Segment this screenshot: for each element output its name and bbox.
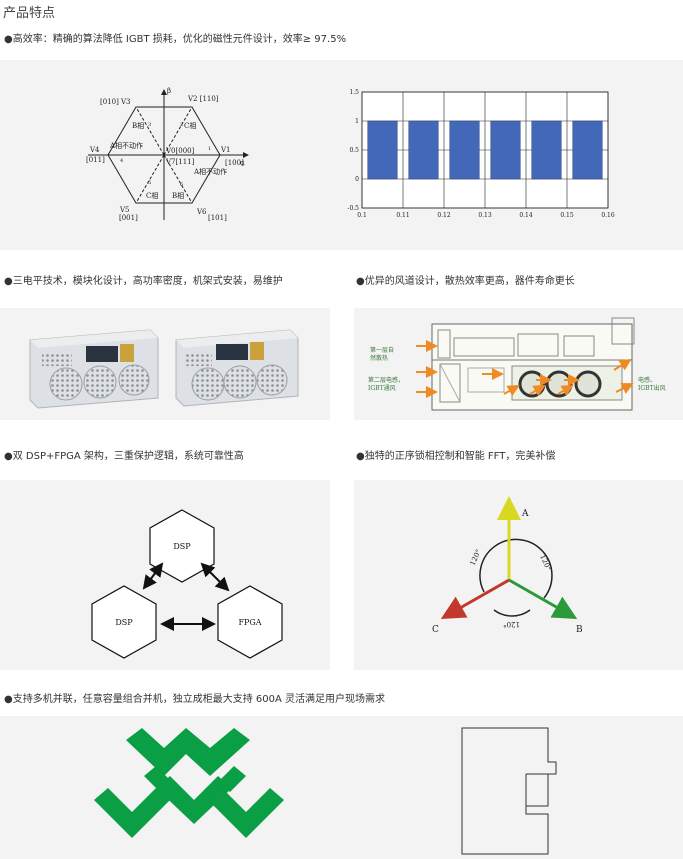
airflow-panel: 第一层自 然散热 第二层电感， IGBT通风 电感、 IGBT出风 xyxy=(354,308,683,420)
vector-v0-label: V0[000] xyxy=(165,147,195,155)
sector-number: 4 xyxy=(120,158,123,164)
angle-left-label: 120° xyxy=(469,548,483,567)
chart-bar xyxy=(449,120,480,180)
chart-x-tick-label: 0.15 xyxy=(560,212,574,219)
dsp-left-node xyxy=(91,585,157,659)
sector-number: 6 xyxy=(180,182,183,188)
sector-c-top-label: C相 xyxy=(184,121,196,130)
feature-parallel: ●支持多机并联，任意容量组合并机，独立成柜最大支持 600A 灵活满足用户现场需… xyxy=(4,694,386,705)
vector-v4-code: [011] xyxy=(86,156,105,164)
phase-c-vector xyxy=(440,578,510,619)
vector-v3-label: V3 xyxy=(120,98,131,106)
chart-bar xyxy=(490,120,521,180)
fpga-node xyxy=(217,585,283,659)
vector-v6-label: V6 xyxy=(196,208,207,216)
sector-b-bottom-label: B相 xyxy=(172,191,184,200)
chart-y-tick-label: -0.5 xyxy=(347,205,359,212)
chart-bar xyxy=(531,120,562,180)
chart-y-tick-label: 0.5 xyxy=(349,147,359,154)
vector-v1-label: V1 xyxy=(220,146,231,154)
chart-x-tick-label: 0.12 xyxy=(437,212,451,219)
chart-x-tick-label: 0.14 xyxy=(519,212,533,219)
vector-v2-label: V2 [110] xyxy=(187,95,219,103)
product-photo-panel xyxy=(0,308,330,420)
vector-v4-label: V4 xyxy=(89,146,100,154)
angle-bottom-label: 120° xyxy=(503,620,520,628)
dsp-fpga-architecture-diagram: DSP DSP FPGA xyxy=(91,509,283,659)
company-logo xyxy=(94,728,284,838)
three-phase-phasor-diagram: A B C 120° 120° 120° xyxy=(432,496,583,635)
airflow-label-2b: IGBT通风 xyxy=(368,384,396,392)
chart-x-tick-label: 0.1 xyxy=(357,212,367,219)
sector-number: 5 xyxy=(148,180,151,186)
chart-bar xyxy=(408,120,439,180)
dsp-top-label: DSP xyxy=(173,542,191,551)
chart-x-tick-label: 0.11 xyxy=(396,212,409,219)
feature-three-level: ●三电平技术，模块化设计，高功率密度，机架式安装，易维护 xyxy=(4,276,283,287)
vector-v5-label: V5 xyxy=(119,206,130,214)
parallel-panel xyxy=(0,716,683,859)
airflow-label-3b: IGBT出风 xyxy=(638,384,666,392)
vector-v5-code: [001] xyxy=(119,214,138,222)
dsp-left-label: DSP xyxy=(115,618,133,627)
vector-v7-label: V7[111] xyxy=(165,158,195,166)
architecture-panel: DSP DSP FPGA xyxy=(0,480,330,670)
chart-x-tick-label: 0.16 xyxy=(601,212,615,219)
chart-bar xyxy=(572,120,603,180)
feature-airflow: ●优异的风道设计，散热效率更高，器件寿命更长 xyxy=(356,276,575,287)
feature-phase-lock: ●独特的正序锁相控制和智能 FFT，完美补偿 xyxy=(356,451,556,462)
chart-bar xyxy=(367,120,398,180)
angle-right-label: 120° xyxy=(538,553,552,572)
airflow-label-2: 第二层电感， xyxy=(368,376,404,384)
section-title: 产品特点 xyxy=(3,6,56,21)
vector-v6-code: [101] xyxy=(208,214,227,222)
beta-axis-label: β xyxy=(167,87,171,95)
fpga-label: FPGA xyxy=(238,618,261,627)
phase-b-label: B xyxy=(576,625,583,635)
phase-a-label: A xyxy=(521,509,529,519)
pulse-bar-chart: 0.1 0.11 0.12 0.13 0.14 0.15 0.16 1.5 1 0.5 0 -0.5 xyxy=(347,89,615,219)
dsp-top-node xyxy=(149,509,215,583)
airflow-label-1b: 然散热 xyxy=(370,354,388,362)
chart-y-tick-label: 0 xyxy=(355,176,359,183)
sector-a-left-label: A相不动作 xyxy=(109,141,143,150)
chart-y-tick-label: 1.5 xyxy=(349,89,359,96)
vector-v1-code: [100] xyxy=(225,159,244,167)
chart-x-tick-label: 0.13 xyxy=(478,212,492,219)
rack-unit-right xyxy=(175,329,299,407)
rack-units-photo xyxy=(29,329,299,409)
sector-c-bottom-label: C相 xyxy=(146,191,158,200)
sector-a-right-label: A相不动作 xyxy=(193,167,227,176)
sector-b-top-label: B相 xyxy=(132,121,144,130)
feature-architecture: ●双 DSP+FPGA 架构，三重保护逻辑，系统可靠性高 xyxy=(4,451,244,462)
airflow-label-1: 第一层自 xyxy=(370,346,394,354)
vector-v3-code: [010] xyxy=(100,98,119,106)
airflow-diagram: 第一层自 然散热 第二层电感， IGBT通风 电感、 IGBT出风 xyxy=(368,317,666,411)
phase-c-label: C xyxy=(432,625,439,635)
rack-unit-left xyxy=(29,329,159,409)
airflow-label-3: 电感、 xyxy=(638,376,656,384)
efficiency-panel: β α V1 [100] V2 [110] V3 [010] V4 [011] … xyxy=(0,60,683,250)
chart-y-tick-label: 1 xyxy=(355,118,359,125)
phase-b-vector xyxy=(508,578,578,619)
cabinet-outline-drawing xyxy=(461,727,557,855)
feature-efficiency: ●高效率：精确的算法降低 IGBT 损耗，优化的磁性元件设计，效率≥ 97.5% xyxy=(4,34,347,45)
sector-number: 2 xyxy=(180,122,183,128)
phasor-panel: A B C 120° 120° 120° xyxy=(354,480,683,670)
sector-number: 1 xyxy=(208,146,211,152)
space-vector-hexagon-diagram: β α V1 [100] V2 [110] V3 [010] V4 [011] … xyxy=(86,87,249,222)
sector-number: 3 xyxy=(148,122,151,128)
alpha-axis-label: α xyxy=(240,159,245,167)
